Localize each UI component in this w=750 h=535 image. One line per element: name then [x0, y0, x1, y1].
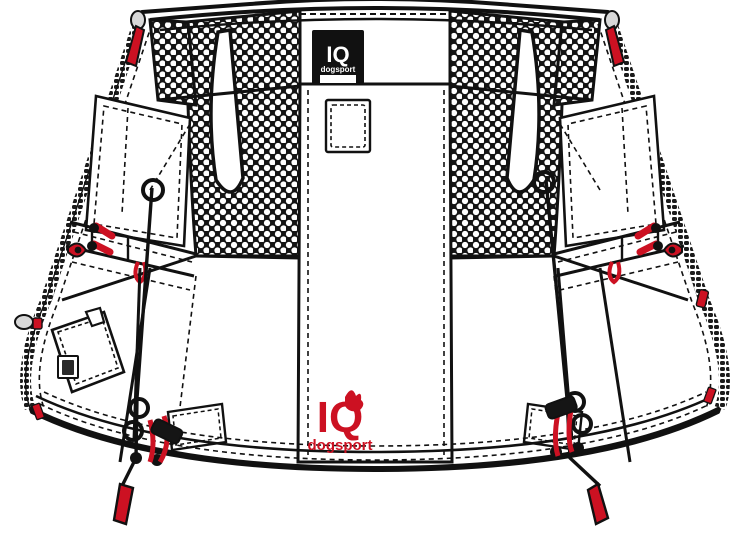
neck-label-subbrand: dogsport [321, 65, 356, 74]
drawcord-left[interactable] [112, 178, 165, 526]
elastic-loop-right [634, 222, 683, 258]
collar-seam [149, 6, 601, 32]
armhole-right [505, 27, 541, 194]
elastic-loop-left [67, 222, 116, 258]
cord-lock-right[interactable] [544, 395, 578, 457]
flame-icon [345, 390, 364, 412]
cord-lock-left[interactable] [147, 415, 184, 464]
mesh-lining-left [184, 9, 302, 258]
center-placket [296, 82, 454, 464]
inner-pocket-right[interactable] [558, 94, 666, 248]
mid-seam-band-left [65, 220, 197, 291]
zipper-pull-left[interactable] [124, 10, 146, 68]
neck-brand-label: IQ dogsport [312, 30, 364, 84]
front-facing-seams [61, 84, 689, 302]
chest-pocket [324, 98, 372, 154]
front-zipper-left[interactable] [20, 16, 153, 410]
zipper-slider-bottom-left[interactable] [14, 314, 43, 330]
cord-guide-loop-right [607, 261, 622, 285]
mesh-lining-right [448, 9, 566, 258]
hem-logo-subbrand: dogsport [308, 437, 373, 454]
armhole-left [209, 27, 245, 194]
hem-brand-logo: IQ dogsport [308, 390, 373, 454]
stash-pocket-left[interactable] [50, 306, 126, 394]
mesh-shoulder-yoke-right [552, 18, 602, 107]
inner-pocket-left[interactable] [84, 94, 192, 248]
neck-label-brand: IQ [326, 42, 349, 67]
zipper-pull-right[interactable] [604, 10, 626, 68]
hem-binding [29, 386, 721, 471]
zipper-stop-bottom-right [695, 288, 710, 309]
mesh-shoulder-yoke-left [148, 18, 198, 107]
